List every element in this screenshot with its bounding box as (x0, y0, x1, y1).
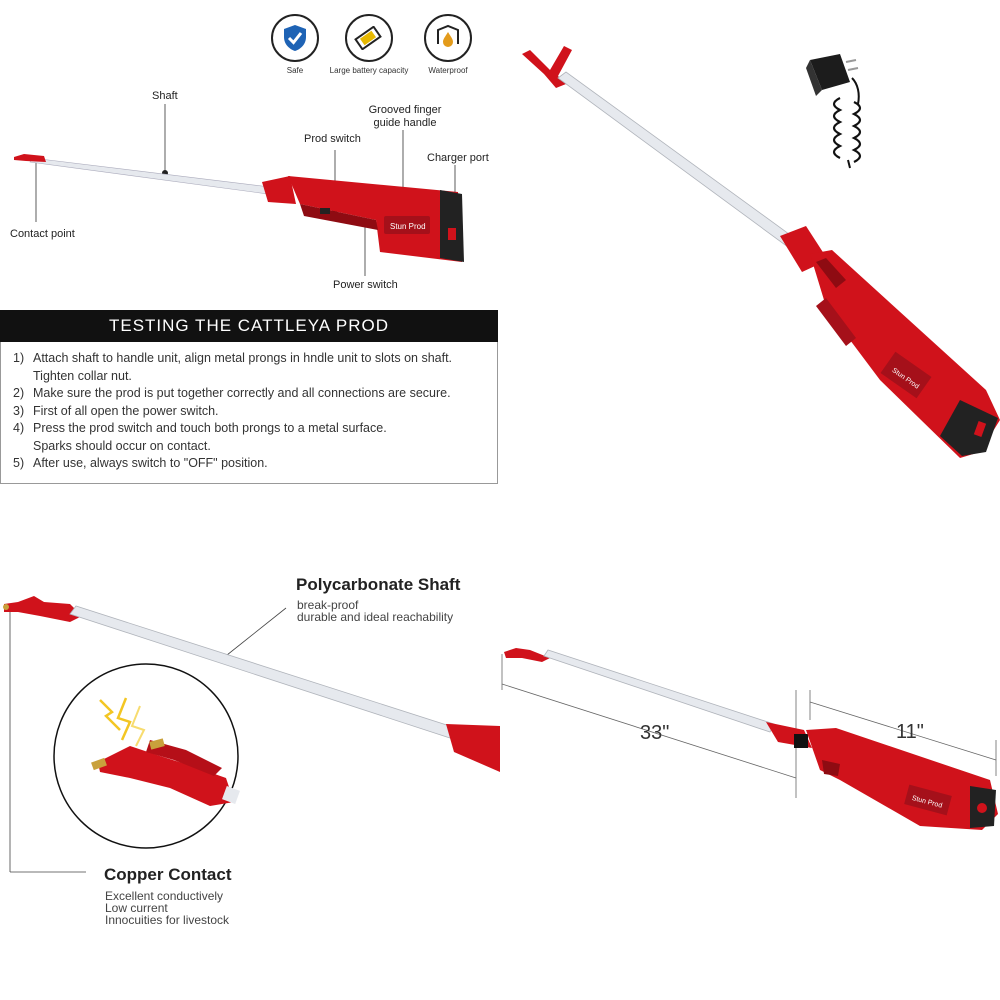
dimension-image: Stun Prod (501, 648, 998, 830)
shaft-feature-desc: break-proof durable and ideal reachabili… (297, 598, 454, 624)
spark-icon (99, 697, 146, 747)
instructions-title: TESTING THE CATTLEYA PROD (0, 310, 498, 342)
label-charger-port: Charger port (427, 152, 489, 164)
shaft-length-label: 33" (640, 722, 670, 744)
shaft-contact-image (3, 596, 500, 873)
list-item: 3)First of all open the power switch. (13, 403, 219, 418)
list-item: 5)After use, always switch to "OFF" posi… (13, 456, 268, 470)
list-item: 4)Press the prod switch and touch both p… (13, 421, 387, 453)
prod-product-image: Stun Prod (522, 46, 1000, 458)
brand-logo: Stun Prod (390, 222, 426, 231)
label-contact-point: Contact point (10, 228, 75, 240)
label-finger-guide: Grooved finger guide handle (368, 104, 442, 129)
list-item: 2)Make sure the prod is put together cor… (13, 386, 451, 400)
contact-feature-title: Copper Contact (104, 865, 232, 884)
shaft-feature-title: Polycarbonate Shaft (296, 575, 461, 594)
label-prod-switch: Prod switch (304, 133, 361, 145)
contact-feature-desc: Excellent conductively Low current Innoc… (105, 889, 230, 927)
feature-label: Large battery capacity (329, 66, 409, 75)
battery-icon (345, 14, 393, 62)
water-drop-icon (424, 14, 472, 62)
instructions-list: 1)Attach shaft to handle unit, align met… (1, 342, 497, 473)
feature-battery: Large battery capacity (323, 14, 415, 75)
instructions-box: 1)Attach shaft to handle unit, align met… (0, 342, 498, 484)
charger-adapter (806, 54, 862, 169)
feature-label: Waterproof (428, 66, 468, 75)
feature-waterproof: Waterproof (402, 14, 494, 75)
label-power-switch: Power switch (333, 279, 398, 291)
list-item: 1)Attach shaft to handle unit, align met… (13, 351, 453, 383)
feature-label: Safe (286, 66, 304, 75)
feature-safe: Safe (249, 14, 341, 75)
handle-length-label: 11" (896, 721, 924, 743)
shield-check-icon (271, 14, 319, 62)
label-shaft: Shaft (152, 90, 178, 102)
prod-diagram: Stun Prod (14, 104, 464, 276)
